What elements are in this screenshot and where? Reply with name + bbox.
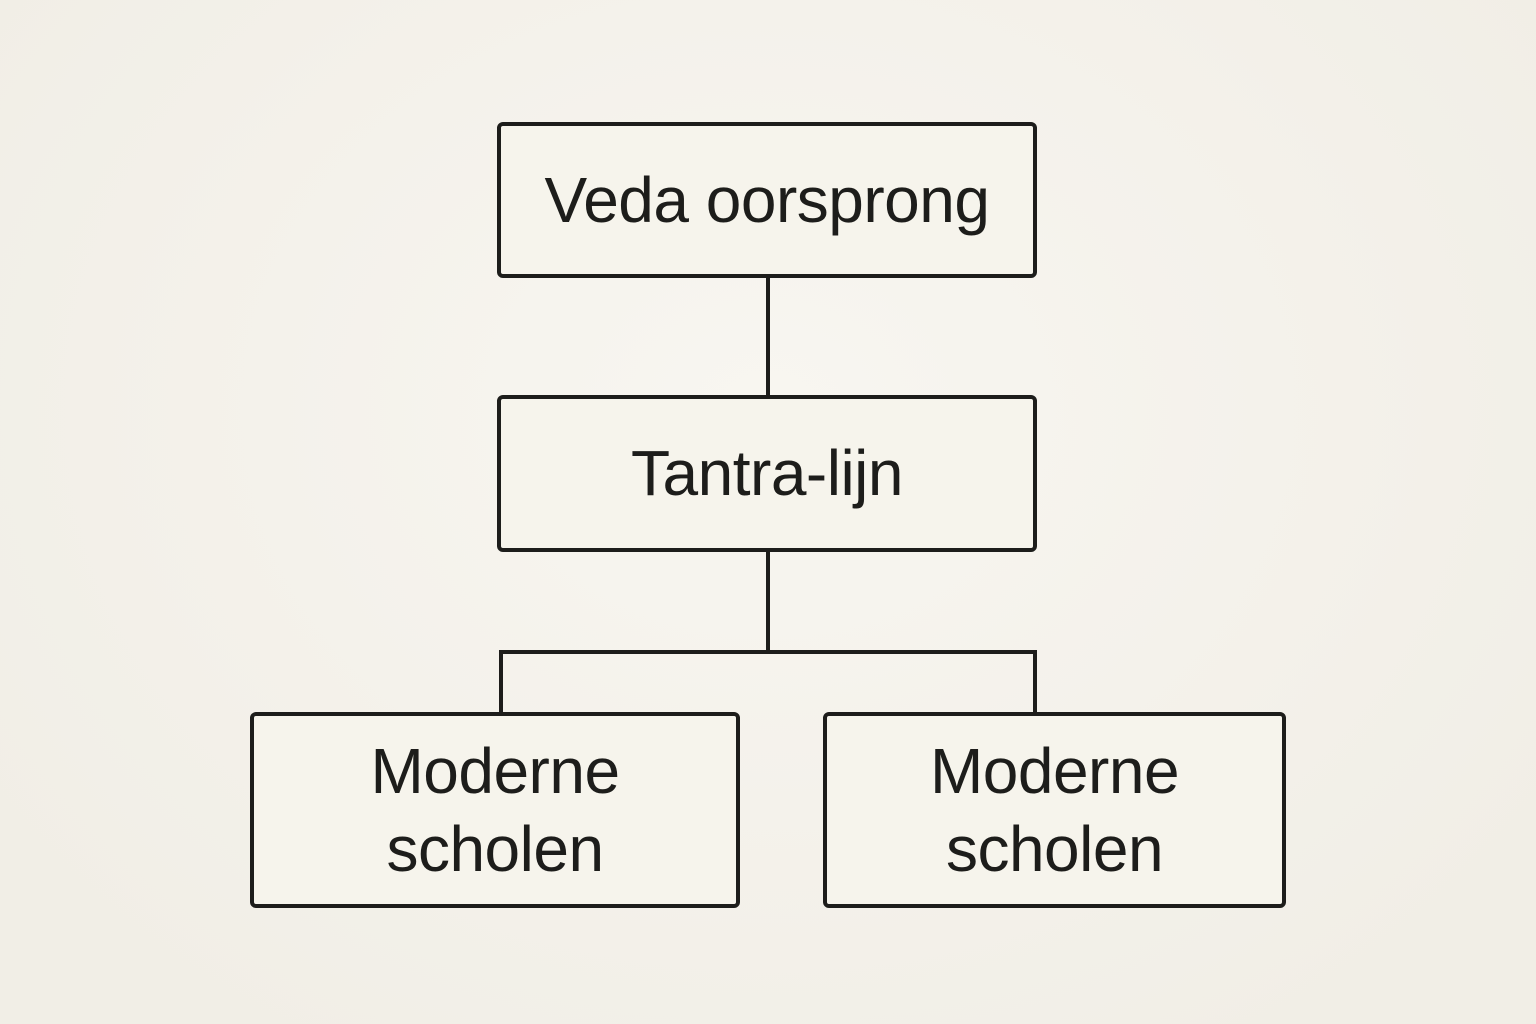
node-label: Veda oorsprong xyxy=(544,163,990,236)
node-moderne-scholen-right: Moderne scholen xyxy=(823,712,1286,908)
edge-branch-rail xyxy=(499,650,1037,654)
edge-root-to-middle xyxy=(766,276,770,397)
node-tantra-lijn: Tantra-lijn xyxy=(497,395,1037,552)
edge-middle-stem xyxy=(766,550,770,654)
edge-drop-to-left-leaf xyxy=(499,650,503,714)
edge-drop-to-right-leaf xyxy=(1033,650,1037,714)
node-label: Moderne scholen xyxy=(929,734,1180,885)
node-label: Tantra-lijn xyxy=(631,437,903,510)
node-veda-oorsprong: Veda oorsprong xyxy=(497,122,1037,278)
node-moderne-scholen-left: Moderne scholen xyxy=(250,712,740,908)
node-label: Moderne scholen xyxy=(370,734,620,885)
